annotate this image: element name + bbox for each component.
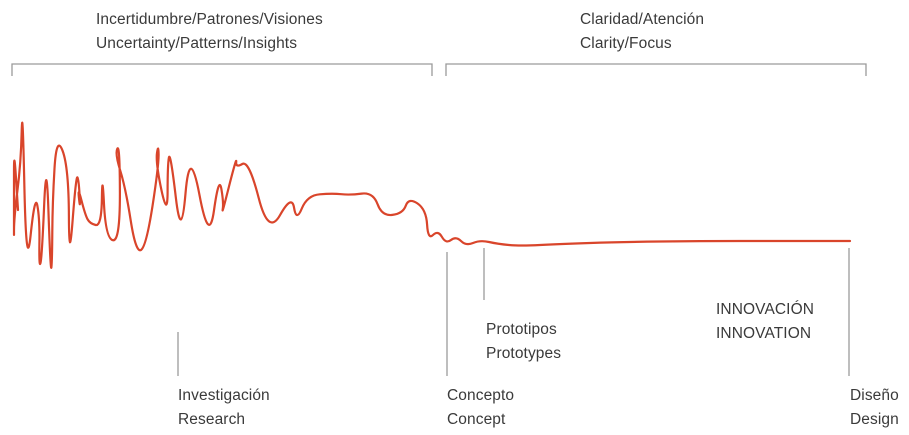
milestone-innovation-english: INNOVATION (716, 325, 812, 342)
milestone-design-spanish: Diseño (850, 387, 899, 404)
bracket-clarity (445, 63, 867, 76)
milestone-concept-spanish: Concepto (447, 387, 515, 404)
phase-clarity-spanish: Claridad/Atención (580, 11, 705, 28)
milestone-design-label: Diseño Design (850, 384, 899, 432)
milestone-innovation-spanish: INNOVACIÓN (716, 301, 815, 318)
milestone-innovation-label: INNOVACIÓN INNOVATION (716, 298, 814, 346)
phase-uncertainty-spanish: Incertidumbre/Patrones/Visiones (96, 11, 323, 28)
milestone-research-label: Investigación Research (178, 384, 270, 432)
phase-clarity-label: Claridad/Atención Clarity/Focus (580, 8, 704, 56)
milestone-research-english: Research (178, 411, 246, 428)
phase-uncertainty-english: Uncertainty/Patterns/Insights (96, 35, 298, 52)
phase-clarity-english: Clarity/Focus (580, 35, 672, 52)
milestone-prototypes-spanish: Prototipos (486, 321, 557, 338)
milestone-research-spanish: Investigación (178, 387, 270, 404)
process-squiggle (12, 121, 852, 269)
phase-uncertainty-label: Incertidumbre/Patrones/Visiones Uncertai… (96, 8, 323, 56)
milestone-design-english: Design (850, 411, 899, 428)
milestone-prototypes-english: Prototypes (486, 345, 562, 362)
milestone-prototypes-label: Prototipos Prototypes (486, 318, 561, 366)
milestone-concept-label: Concepto Concept (447, 384, 514, 432)
milestone-concept-english: Concept (447, 411, 506, 428)
bracket-uncertainty (11, 63, 433, 76)
